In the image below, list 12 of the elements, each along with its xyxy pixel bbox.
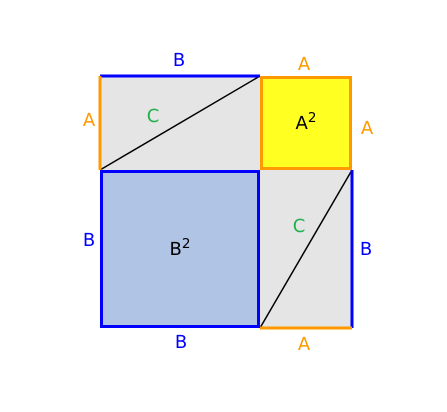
side-label: B	[360, 241, 372, 259]
hypotenuse-label: C	[292, 218, 306, 236]
square: B$^{2}$	[100, 170, 260, 328]
hypotenuse-label: C	[146, 108, 160, 126]
side-label: B	[174, 334, 188, 352]
side-label: A	[298, 56, 310, 74]
side-label: A	[298, 336, 310, 354]
square: A$^{2}$	[260, 76, 352, 170]
side-label: B	[172, 52, 186, 70]
side-label: A	[360, 120, 374, 138]
side-label: A	[82, 112, 96, 130]
side-label: B	[82, 232, 96, 250]
